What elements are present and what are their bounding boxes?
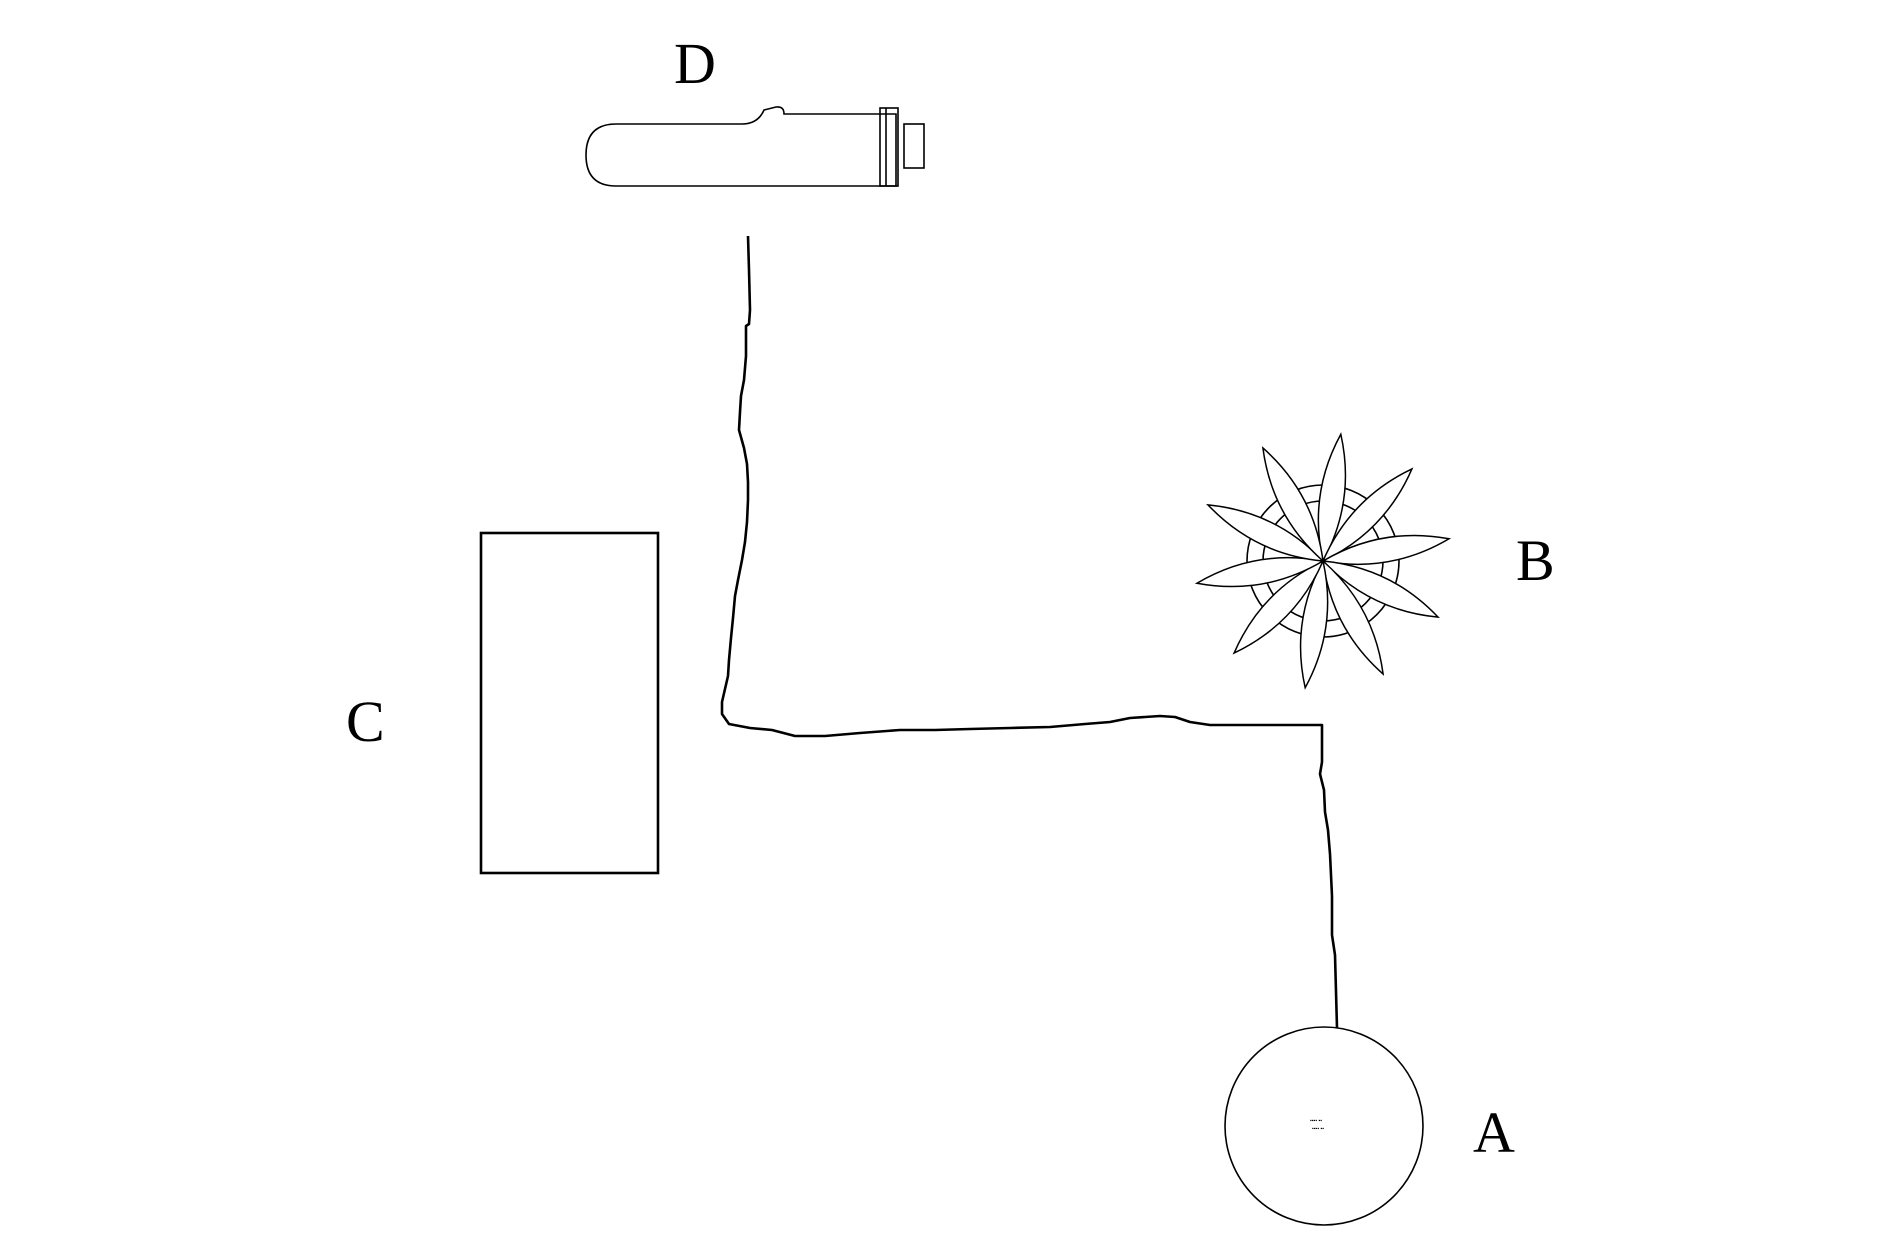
plant-petal	[1232, 559, 1325, 655]
object-d-bathtub	[585, 106, 925, 187]
plant-petal	[1321, 560, 1440, 619]
plant-petal	[1317, 432, 1347, 564]
plant-petal	[1206, 503, 1325, 562]
label-d: D	[674, 31, 716, 96]
object-a-inner-text-line-2: ▪▪▪▪ ▪▪	[1312, 1126, 1324, 1132]
plant-petal	[1194, 556, 1326, 588]
label-c: C	[346, 689, 385, 754]
plant-petal	[1321, 467, 1414, 563]
object-a-circle	[1224, 1026, 1424, 1226]
bathtub-body-icon	[585, 106, 897, 187]
object-c-rectangle	[479, 531, 660, 875]
route-path	[720, 235, 1339, 1029]
plant-petal	[1299, 558, 1329, 690]
object-b-plant	[1194, 432, 1452, 690]
plant-petals	[1194, 432, 1452, 690]
label-a: A	[1473, 1100, 1515, 1165]
bathtub-end-panel	[879, 107, 899, 187]
object-a-inner-text-line-1: ▪▪▪▪ ▪▪	[1310, 1118, 1322, 1124]
label-b: B	[1516, 528, 1555, 593]
plant-petal	[1320, 534, 1452, 566]
plant-petal	[1261, 446, 1325, 563]
plant-petal	[1321, 559, 1385, 676]
bathtub-tap-icon	[903, 123, 925, 169]
